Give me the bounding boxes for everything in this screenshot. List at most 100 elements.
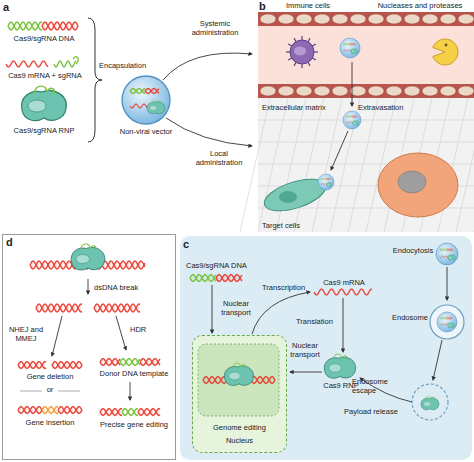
nanoparticle xyxy=(318,174,334,190)
dna-strand xyxy=(140,359,160,366)
dna-strand xyxy=(145,89,159,94)
endothelial-cell xyxy=(368,86,384,96)
arrow xyxy=(116,316,126,350)
dna-strand xyxy=(346,116,352,118)
dna-strand xyxy=(100,409,122,416)
nuclease-eye xyxy=(445,44,448,47)
dna-strand xyxy=(343,43,349,45)
dna-strand xyxy=(42,407,58,414)
dna-strand xyxy=(18,407,42,414)
arrow xyxy=(130,382,131,400)
mrna-strand xyxy=(130,104,148,108)
nanoparticle-shell xyxy=(343,111,361,129)
endothelial-cell xyxy=(296,86,312,96)
dna-helix xyxy=(94,304,140,312)
cas9-lobe xyxy=(352,50,355,52)
cas9-protein xyxy=(71,247,105,270)
nanoparticle xyxy=(343,111,361,129)
dna-strand xyxy=(42,22,78,30)
matrix-fiber xyxy=(276,98,306,232)
matrix-fiber xyxy=(258,120,474,121)
annotation-label: Local administration xyxy=(190,150,248,167)
mrna-strand xyxy=(346,122,353,124)
dna-strand xyxy=(42,22,78,30)
matrix-fiber xyxy=(456,98,474,232)
dna-helix xyxy=(140,359,160,366)
sgrna-strand xyxy=(426,396,434,399)
dna-helix xyxy=(18,362,46,369)
mrna-strand xyxy=(343,50,351,52)
cas9-protein xyxy=(324,357,355,378)
dna-strand xyxy=(122,409,138,416)
cas9-lobe xyxy=(150,106,157,111)
annotation-label: Cas9 mRNA xyxy=(316,279,372,288)
arrow xyxy=(212,285,213,333)
endothelial-cell xyxy=(386,14,402,24)
sgrna-strand xyxy=(152,100,160,103)
sgrna-strand xyxy=(354,120,357,121)
cas9-protein xyxy=(447,255,455,261)
cas9-lobe xyxy=(28,100,46,112)
endothelial-cell xyxy=(422,14,438,24)
node-title: Nucleus xyxy=(195,437,284,446)
dna-strand xyxy=(18,362,46,369)
sgrna-strand xyxy=(328,182,331,183)
cas9-protein xyxy=(447,323,454,328)
dna-strand xyxy=(8,22,42,30)
arrow xyxy=(252,292,310,334)
endothelial-cell xyxy=(404,86,420,96)
dna-strand xyxy=(321,178,326,180)
annotation-label: Gene deletion xyxy=(10,373,90,382)
cas9-protein xyxy=(147,102,165,114)
dna-strand xyxy=(447,317,453,319)
dna-strand xyxy=(36,304,82,312)
dna-helix xyxy=(52,362,82,369)
annotation-label: Cas9/sgRNA RNP xyxy=(4,127,84,136)
dna-strand xyxy=(52,362,82,369)
dna-strand xyxy=(58,407,82,414)
cas9-protein xyxy=(352,121,359,126)
sgrna-strand xyxy=(81,244,96,250)
endothelial-cell xyxy=(386,86,402,96)
endothelial-cell xyxy=(332,14,348,24)
cas9-rnp xyxy=(447,254,455,260)
cas9-rnp xyxy=(224,363,253,385)
vessel-wall xyxy=(258,12,474,26)
nanoparticle xyxy=(340,38,360,58)
dna-strand xyxy=(440,317,446,319)
dna-strand xyxy=(138,409,160,416)
arrow xyxy=(166,118,252,146)
annotation-label: Payload release xyxy=(338,408,404,417)
annotation-label: Gene insertion xyxy=(10,419,90,428)
dna-helix xyxy=(120,359,140,366)
dna-strand xyxy=(216,275,242,282)
dna-helix xyxy=(18,407,42,414)
nanoparticle xyxy=(437,312,457,332)
cas9-protein xyxy=(421,398,439,410)
cas9-lobe xyxy=(327,184,329,186)
annotation-label: dsDNA break xyxy=(94,284,154,293)
extracellular-matrix xyxy=(258,98,474,232)
mrna-strand xyxy=(314,289,372,295)
dna-strand xyxy=(100,359,120,366)
annotation-label: Nucleases and proteases xyxy=(368,2,472,11)
cas9-protein xyxy=(326,183,332,187)
dna-strand xyxy=(145,89,159,94)
bracket xyxy=(88,18,102,142)
nanoparticle-shell xyxy=(318,174,334,190)
dna-strand xyxy=(130,89,145,94)
nanoparticle xyxy=(436,243,458,265)
endothelial-cell xyxy=(440,86,456,96)
annotation-label: HDR xyxy=(130,326,160,335)
sgrna-strand xyxy=(333,354,347,360)
endothelial-cell xyxy=(440,14,456,24)
annotation-label: Target cells xyxy=(262,222,322,231)
panel-letter: a xyxy=(3,1,15,13)
cas9-lobe xyxy=(329,364,342,372)
annotation-label: Precise gene editing xyxy=(92,421,176,430)
annotation-label: Translation xyxy=(296,318,340,327)
dna-strand xyxy=(321,178,326,180)
cas9-lobe xyxy=(449,324,452,326)
nucleus-region: Genome editingNucleus xyxy=(192,335,287,453)
